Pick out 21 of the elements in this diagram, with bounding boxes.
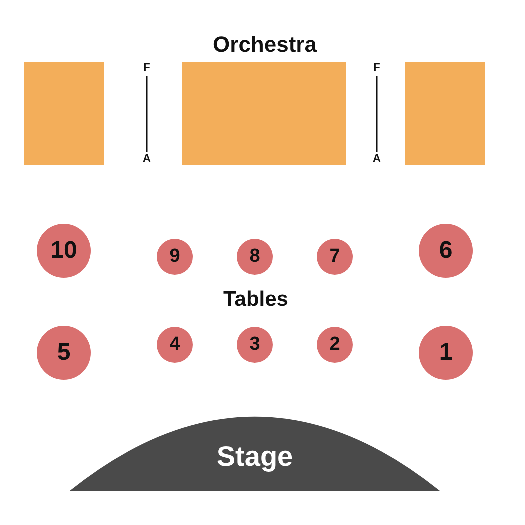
table-circle: 3 bbox=[237, 327, 273, 363]
stage-shape bbox=[70, 415, 440, 491]
table-circle: 1 bbox=[419, 326, 473, 380]
table-circle: 4 bbox=[157, 327, 193, 363]
row-letter: F bbox=[144, 62, 150, 74]
row-letter: F bbox=[374, 62, 380, 74]
seating-section bbox=[24, 62, 104, 165]
table-circle: 9 bbox=[157, 239, 193, 275]
section-heading: Orchestra bbox=[213, 32, 317, 58]
table-circle: 2 bbox=[317, 327, 353, 363]
table-circle: 5 bbox=[37, 326, 91, 380]
row-letter: A bbox=[143, 153, 151, 165]
seating-section bbox=[405, 62, 485, 165]
table-circle: 8 bbox=[237, 239, 273, 275]
table-circle: 10 bbox=[37, 224, 91, 278]
section-heading: Tables bbox=[224, 288, 288, 312]
table-circle: 7 bbox=[317, 239, 353, 275]
row-letter: A bbox=[373, 153, 381, 165]
stage-label: Stage bbox=[216, 441, 294, 473]
table-circle: 6 bbox=[419, 224, 473, 278]
seating-section bbox=[182, 62, 346, 165]
